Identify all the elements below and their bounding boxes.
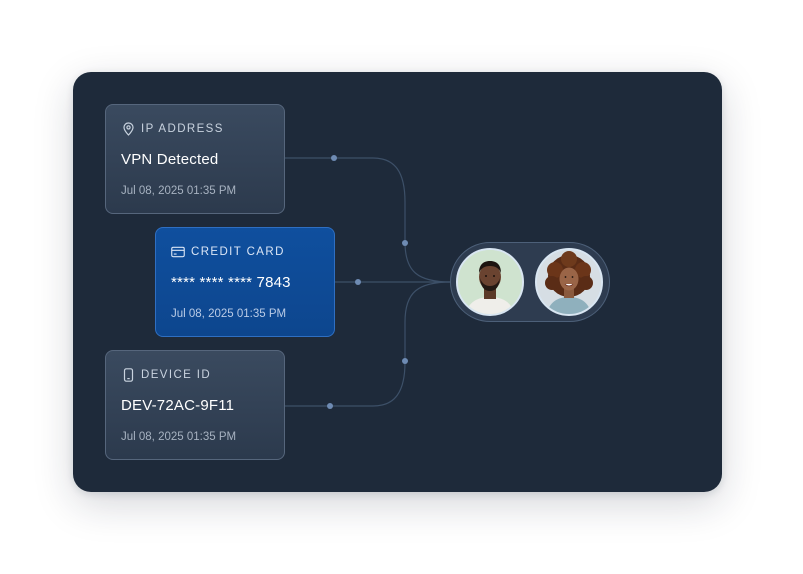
card-header: IP ADDRESS xyxy=(121,122,269,136)
card-value: **** **** **** 7843 xyxy=(171,274,291,291)
man-portrait-icon xyxy=(458,250,522,314)
card-header: DEVICE ID xyxy=(121,368,269,382)
avatar-woman[interactable] xyxy=(535,248,603,316)
card-label: DEVICE ID xyxy=(141,369,212,381)
identity-graph-panel: IP ADDRESS VPN Detected Jul 08, 2025 01:… xyxy=(73,72,722,492)
woman-portrait-icon xyxy=(537,250,601,314)
card-label: CREDIT CARD xyxy=(191,246,285,258)
card-timestamp: Jul 08, 2025 01:35 PM xyxy=(121,185,237,197)
card-timestamp: Jul 08, 2025 01:35 PM xyxy=(171,308,287,320)
connector-dot xyxy=(402,240,408,246)
card-value: VPN Detected xyxy=(121,151,219,168)
card-label: IP ADDRESS xyxy=(141,123,224,135)
connector-dot xyxy=(331,155,337,161)
mobile-phone-icon xyxy=(121,368,135,382)
connector-lines xyxy=(285,155,452,409)
ip-address-card[interactable]: IP ADDRESS VPN Detected Jul 08, 2025 01:… xyxy=(105,104,285,214)
card-timestamp: Jul 08, 2025 01:35 PM xyxy=(121,431,237,443)
device-id-card[interactable]: DEVICE ID DEV-72AC-9F11 Jul 08, 2025 01:… xyxy=(105,350,285,460)
card-value: DEV-72AC-9F11 xyxy=(121,397,235,414)
connector-ip xyxy=(285,157,452,283)
connector-dot xyxy=(402,358,408,364)
credit-card-icon xyxy=(171,245,185,259)
identity-pill[interactable] xyxy=(450,242,610,322)
credit-card-card[interactable]: CREDIT CARD **** **** **** 7843 Jul 08, … xyxy=(155,227,335,337)
connector-dot xyxy=(355,279,361,285)
connector-dot xyxy=(327,403,333,409)
avatar-man[interactable] xyxy=(456,248,524,316)
card-header: CREDIT CARD xyxy=(171,245,319,259)
location-pin-icon xyxy=(121,122,135,136)
